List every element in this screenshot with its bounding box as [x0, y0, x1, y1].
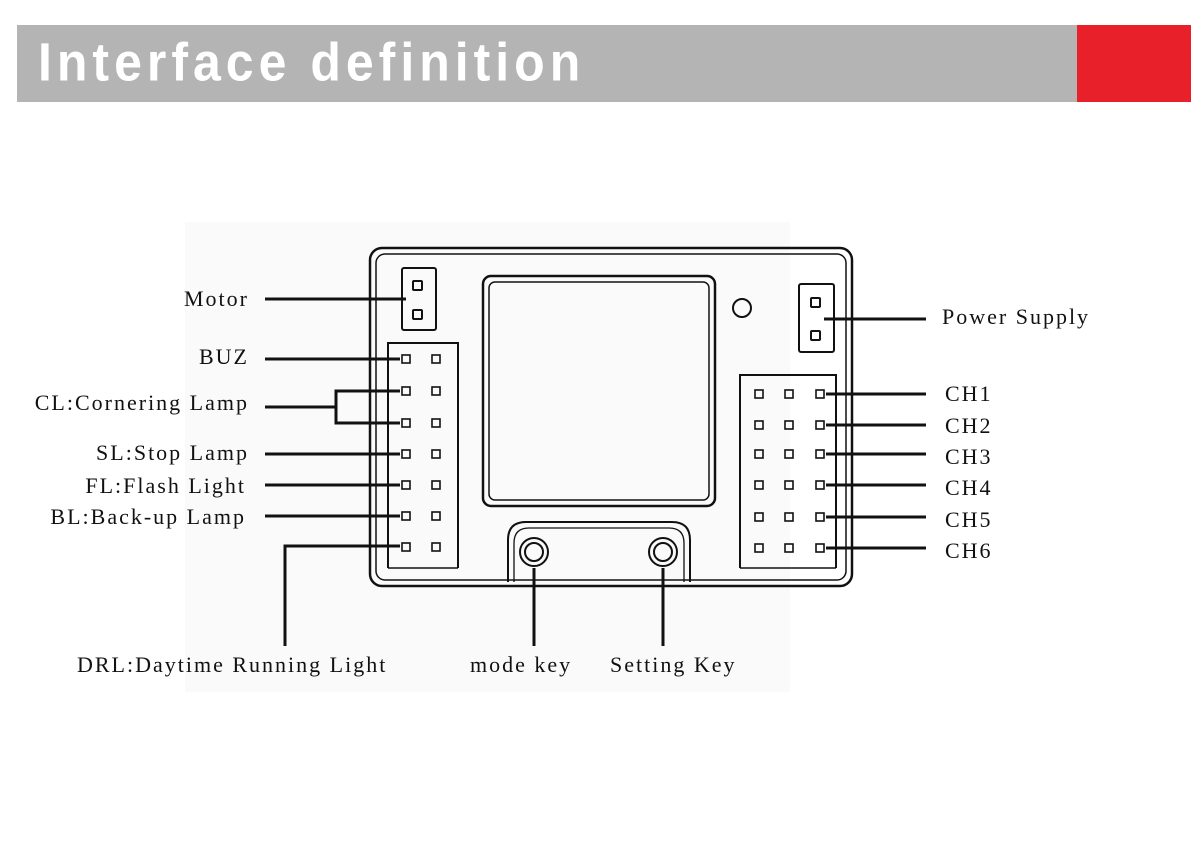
- diagram-backdrop: [185, 222, 790, 692]
- page-title: Interface definition: [38, 31, 586, 93]
- label-stop-lamp: SL:Stop Lamp: [96, 440, 249, 465]
- label-cornering-lamp: CL:Cornering Lamp: [35, 390, 249, 415]
- label-daytime-running-light: DRL:Daytime Running Light: [77, 652, 387, 677]
- label-flash-light: FL:Flash Light: [85, 473, 246, 498]
- label-power-supply: Power Supply: [942, 304, 1090, 329]
- header-accent-block: [1077, 25, 1191, 102]
- key-recess: [507, 521, 691, 582]
- label-mode-key: mode key: [470, 652, 572, 677]
- label-buz: BUZ: [199, 344, 249, 369]
- label-setting-key: Setting Key: [610, 652, 737, 677]
- setting-key-button[interactable]: [648, 537, 678, 567]
- right-pin-header: [739, 374, 837, 569]
- label-ch6: CH6: [945, 538, 993, 563]
- label-ch1: CH1: [945, 381, 993, 406]
- label-ch4: CH4: [945, 475, 993, 500]
- header-bar: [17, 25, 1077, 102]
- label-ch3: CH3: [945, 444, 993, 469]
- controller-board: [368, 246, 854, 588]
- leader-lines: [265, 297, 926, 646]
- label-motor: Motor: [184, 286, 249, 311]
- mode-key-button[interactable]: [519, 537, 549, 567]
- indicator-led: [732, 298, 752, 318]
- label-ch2: CH2: [945, 413, 993, 438]
- display-window: [481, 274, 717, 508]
- label-ch5: CH5: [945, 507, 993, 532]
- label-back-up-lamp: BL:Back-up Lamp: [50, 504, 246, 529]
